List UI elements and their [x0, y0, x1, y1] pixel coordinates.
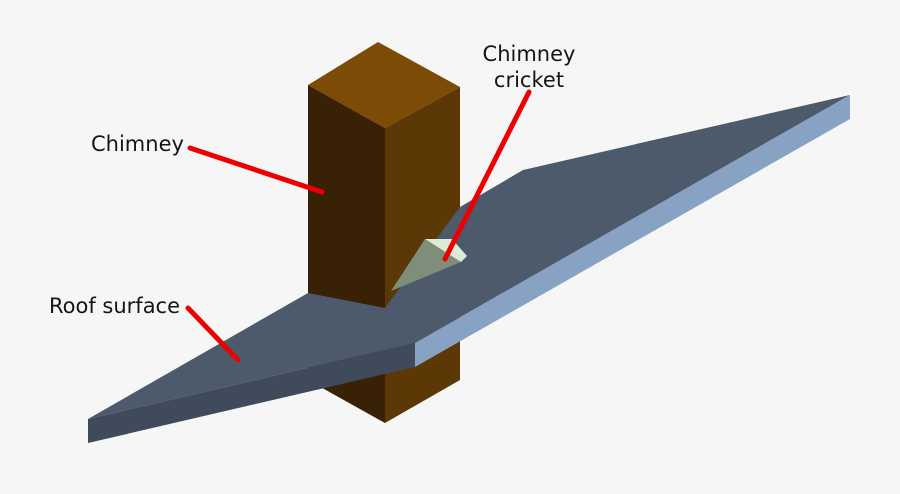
cricket-label: Chimney cricket	[482, 42, 576, 92]
leader-lines	[185, 89, 532, 363]
chimney-top-face	[308, 42, 460, 128]
roof-surface-top	[88, 95, 850, 419]
chimney-leader-line	[187, 145, 325, 195]
cricket-left-face	[391, 239, 461, 291]
roof-shape	[88, 95, 850, 443]
cricket-leader-line	[442, 89, 532, 262]
cricket-shape	[391, 239, 467, 291]
roof-edge-front-left	[88, 343, 415, 443]
chimney-label: Chimney	[91, 132, 184, 156]
roof-label: Roof surface	[49, 294, 181, 318]
cricket-right-face	[425, 239, 467, 262]
roof-leader-line	[185, 305, 241, 363]
roof-edge-front-right	[415, 95, 850, 367]
